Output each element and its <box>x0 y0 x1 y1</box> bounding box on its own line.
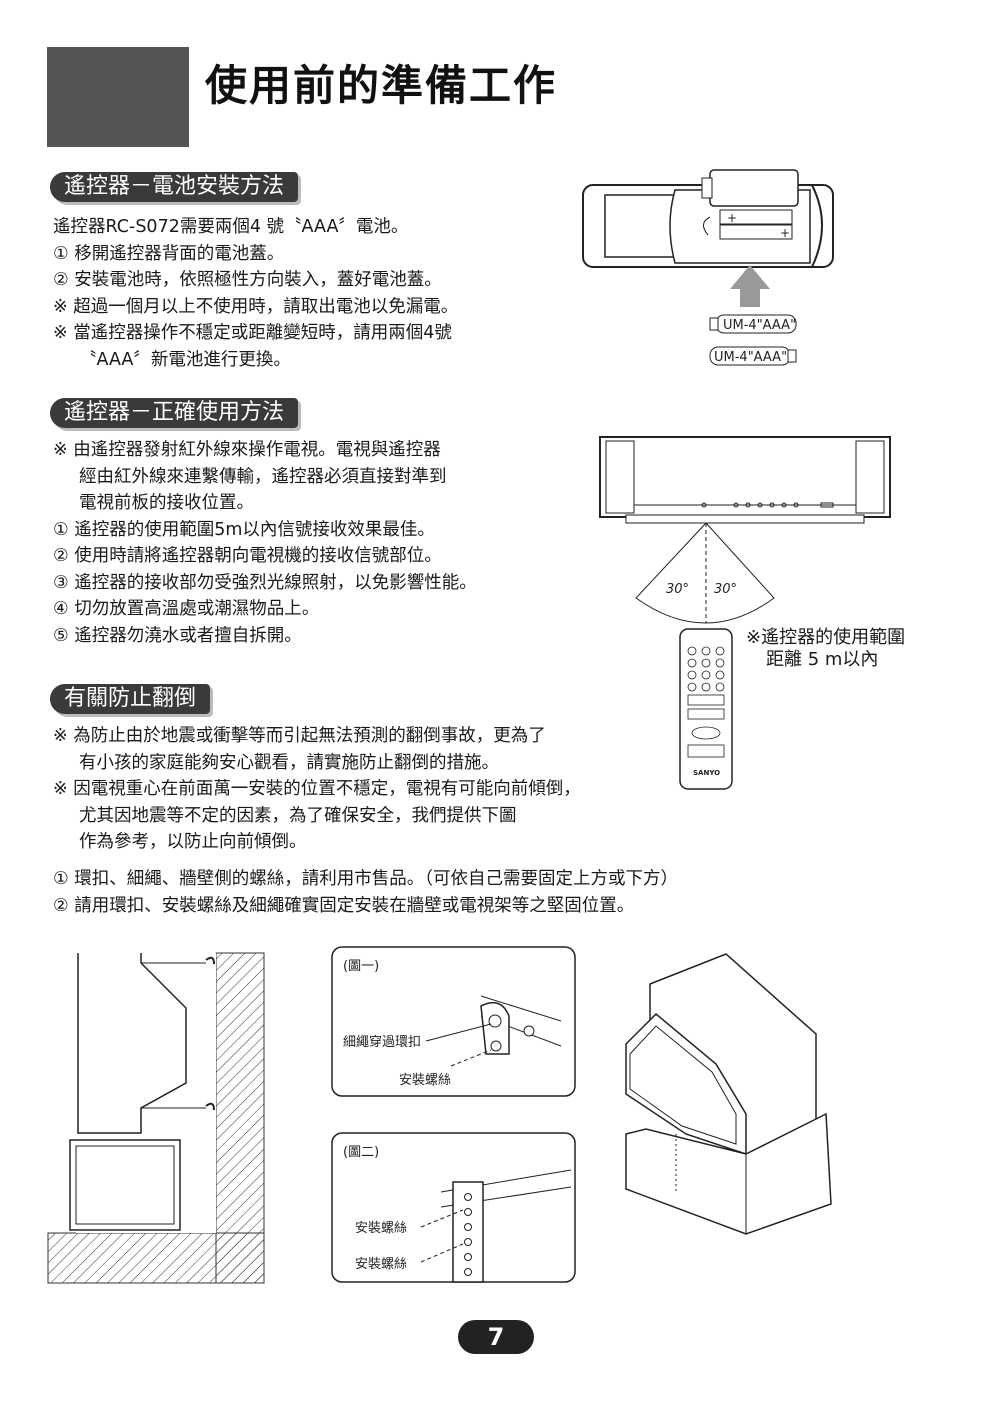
text-line: ① 遙控器的使用範圍5m以內信號接收效果最佳。 <box>53 519 435 540</box>
figure-1-illustration: (圖一) 細繩穿過環扣 安裝螺絲 <box>331 946 576 1097</box>
text-line: ① 移開遙控器背面的電池蓋。 <box>53 243 285 264</box>
figure-2-illustration: (圖二) 安裝螺絲 安裝螺絲 <box>331 1132 576 1283</box>
text-line: 電視前板的接收位置。 <box>79 493 254 513</box>
figure-2-screw-label-b: 安裝螺絲 <box>355 1257 407 1272</box>
figure-1-screw-label: 安裝螺絲 <box>399 1073 451 1088</box>
page-number: 7 <box>458 1320 534 1354</box>
text-line: ③ 遙控器的接收部勿受強烈光線照射，以免影響性能。 <box>53 572 477 593</box>
text-line: 尤其因地震等不定的因素，為了確保安全，我們提供下圖 <box>79 805 517 826</box>
text-line: ④ 切勿放置高溫處或潮濕物品上。 <box>53 599 320 619</box>
remote-brand: SANYO <box>693 769 720 777</box>
text-line: ※ 超過一個月以上不使用時，請取出電池以免漏電。 <box>53 296 459 317</box>
anti-tip-steps: ① 環扣、細繩、牆壁側的螺絲，請利用市售品。（可依自己需要固定上方或下方） ② … <box>53 866 678 919</box>
figure-1-string-label: 細繩穿過環扣 <box>343 1034 421 1050</box>
battery-install-illustration: + + UM-4"AAA" UM-4"AAA" <box>582 169 834 366</box>
text-line: ※ 由遙控器發射紅外線來操作電視。電視與遙控器 <box>53 440 441 460</box>
angle-right-label: 30° <box>714 582 737 597</box>
svg-text:+: + <box>780 226 790 240</box>
page-title: 使用前的準備工作 <box>205 61 558 110</box>
remote-range-illustration: 30° 30° SANYO <box>599 436 891 790</box>
battery-label-1: UM-4"AAA" <box>723 318 796 333</box>
section-heading-usage: 遙控器－正確使用方法 <box>50 398 299 428</box>
text-line: ① 環扣、細繩、牆壁側的螺絲，請利用市售品。（可依自己需要固定上方或下方） <box>53 869 678 889</box>
figure-2-screw-label-a: 安裝螺絲 <box>355 1221 407 1236</box>
tv-on-stand-illustration <box>625 953 832 1235</box>
text-line: 有小孩的家庭能夠安心觀看，請實施防止翻倒的措施。 <box>79 752 499 773</box>
text-line: 〝AAA〞新電池進行更換。 <box>79 349 291 370</box>
anti-tip-instructions: ※ 為防止由於地震或衝擊等而引起無法預測的翻倒事故，更為了 有小孩的家庭能夠安心… <box>53 723 581 856</box>
usage-instructions: ※ 由遙控器發射紅外線來操作電視。電視與遙控器 經由紅外線來連繫傳輸，遙控器必須… <box>53 437 477 649</box>
text-line: 經由紅外線來連繫傳輸，遙控器必須直接對準到 <box>79 466 447 487</box>
text-line: ② 使用時請將遙控器朝向電視機的接收信號部位。 <box>53 546 442 566</box>
header-gray-block <box>47 47 189 147</box>
text-line: 作為參考，以防止向前傾倒。 <box>79 832 307 852</box>
battery-instructions: 遙控器RC-S072需要兩個4 號〝AAA〞電池。 ① 移開遙控器背面的電池蓋。… <box>53 214 458 373</box>
range-note: ※遙控器的使用範圍 距離 5 m以內 <box>746 627 905 671</box>
text-line: ② 請用環扣、安裝螺絲及細繩確實固定安裝在牆壁或電視架等之堅固位置。 <box>53 895 635 916</box>
text-line: ⑤ 遙控器勿澆水或者擅自拆開。 <box>53 625 302 646</box>
range-note-line-2: 距離 5 m以內 <box>766 649 879 670</box>
battery-label-2: UM-4"AAA" <box>714 350 787 365</box>
figure-1-title: (圖一) <box>343 959 379 974</box>
section-heading-anti-tip: 有關防止翻倒 <box>50 684 211 714</box>
text-line: ※ 當遙控器操作不穩定或距離變短時，請用兩個4號 <box>53 323 452 343</box>
section-heading-battery: 遙控器－電池安裝方法 <box>50 172 299 202</box>
text-line: ② 安裝電池時，依照極性方向裝入，蓋好電池蓋。 <box>53 270 442 290</box>
figure-2-title: (圖二) <box>343 1145 379 1160</box>
svg-text:+: + <box>727 211 737 225</box>
angle-left-label: 30° <box>666 582 689 597</box>
range-note-line-1: ※遙控器的使用範圍 <box>746 627 906 648</box>
wall-tie-side-illustration <box>47 952 265 1284</box>
text-line: ※ 為防止由於地震或衝擊等而引起無法預測的翻倒事故，更為了 <box>53 726 546 746</box>
text-line: 遙控器RC-S072需要兩個4 號〝AAA〞電池。 <box>53 217 409 237</box>
text-line: ※ 因電視重心在前面萬一安裝的位置不穩定，電視有可能向前傾倒， <box>53 779 581 799</box>
